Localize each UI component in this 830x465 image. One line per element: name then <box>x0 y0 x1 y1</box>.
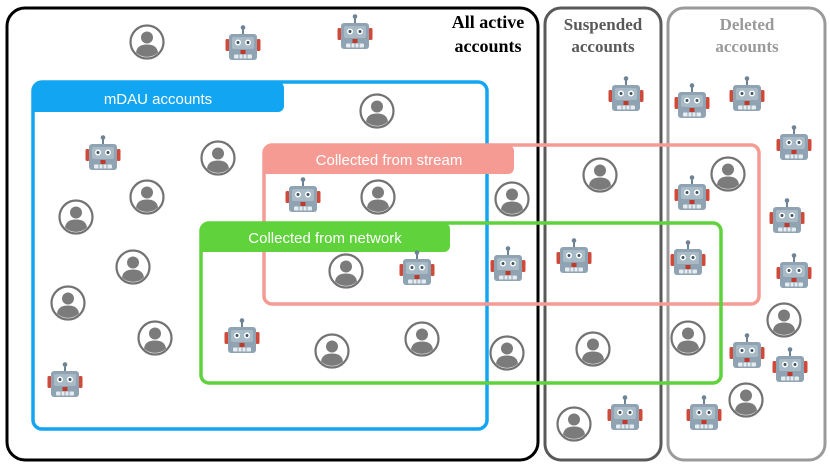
all-active-title-line2: accounts <box>455 36 522 56</box>
person-icon <box>710 156 746 192</box>
person-icon <box>766 302 802 338</box>
robot-icon <box>775 252 813 289</box>
robot-icon <box>673 174 711 211</box>
robot-icon <box>284 176 322 213</box>
robot-icon <box>606 394 644 431</box>
deleted-accounts-box <box>666 6 827 462</box>
person-icon <box>575 331 611 367</box>
robot-icon <box>775 124 813 161</box>
robot-icon <box>768 197 806 234</box>
person-icon <box>489 335 525 371</box>
person-icon <box>360 179 396 215</box>
person-icon <box>58 199 94 235</box>
all-active-accounts-box <box>5 6 540 462</box>
robot-icon <box>673 82 711 119</box>
person-icon <box>129 179 165 215</box>
person-icon <box>115 249 151 285</box>
mdau-label: mDAU accounts <box>104 91 212 108</box>
person-icon <box>50 285 86 321</box>
mdau-label-tab <box>33 82 284 112</box>
robot-icon <box>489 245 527 282</box>
robot-icon <box>555 237 593 274</box>
suspended-accounts-box <box>543 6 663 462</box>
person-icon <box>129 24 165 60</box>
person-icon <box>314 333 350 369</box>
person-icon <box>137 320 173 356</box>
robot-icon <box>728 332 766 369</box>
person-icon <box>728 382 764 418</box>
person-icon <box>200 140 236 176</box>
person-icon <box>404 321 440 357</box>
network-collection-box <box>199 221 723 385</box>
robot-icon <box>223 317 261 354</box>
network-label: Collected from network <box>248 230 402 247</box>
robot-icon <box>685 394 723 431</box>
person-icon <box>582 157 618 193</box>
robot-icon <box>84 134 122 171</box>
robot-icon <box>607 75 645 112</box>
suspended-title-line1: Suspended <box>564 15 643 34</box>
robot-icon <box>669 239 707 276</box>
robot-icon <box>224 24 262 61</box>
robot-icon <box>728 75 766 112</box>
person-icon <box>670 320 706 356</box>
robot-icon <box>46 361 84 398</box>
person-icon <box>359 93 395 129</box>
stream-label-tab <box>264 145 514 174</box>
deleted-title-line1: Deleted <box>720 15 775 34</box>
stream-label: Collected from stream <box>316 152 463 169</box>
deleted-title-line2: accounts <box>715 37 779 56</box>
robot-icon <box>336 13 374 50</box>
mdau-accounts-box <box>31 80 489 431</box>
robot-icon <box>771 346 809 383</box>
person-icon <box>494 181 530 217</box>
network-label-tab <box>201 223 450 252</box>
person-icon <box>556 406 592 442</box>
robot-icon <box>398 249 436 286</box>
person-icon <box>328 253 364 289</box>
suspended-title-line2: accounts <box>571 37 635 56</box>
all-active-title-line1: All active <box>452 12 524 32</box>
